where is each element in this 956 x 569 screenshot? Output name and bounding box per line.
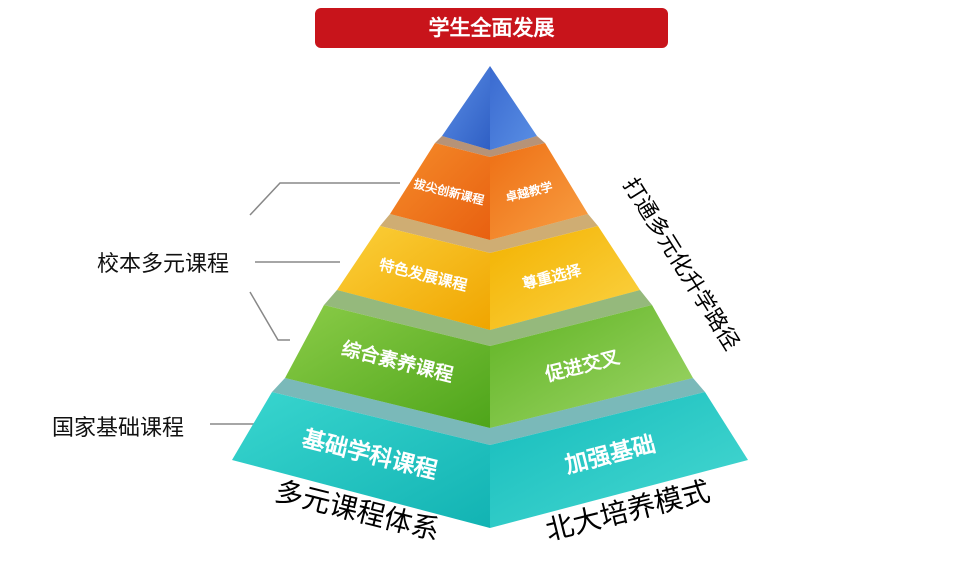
- tier-turquoise: [232, 392, 748, 528]
- tier-yellow: [337, 226, 640, 330]
- national-curriculum-label: 国家基础课程: [52, 416, 185, 441]
- tier-orange: [390, 143, 588, 240]
- tier-green: [285, 305, 693, 428]
- school-curriculum-label: 校本多元课程: [97, 252, 230, 277]
- apex-tier: [442, 66, 537, 150]
- title-banner: 学生全面发展: [315, 8, 668, 48]
